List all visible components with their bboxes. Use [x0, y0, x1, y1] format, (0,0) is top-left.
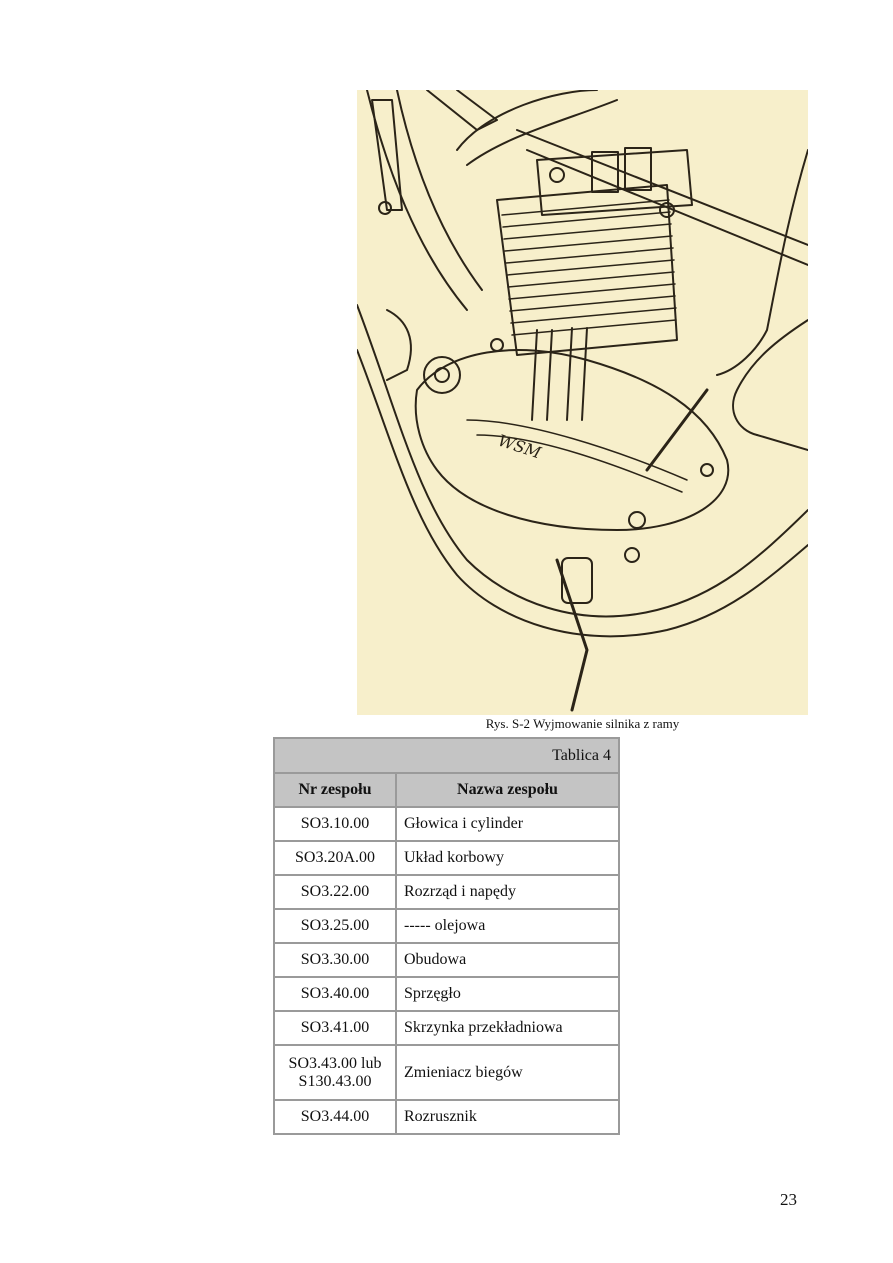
assembly-number: SO3.20A.00 [273, 840, 397, 876]
table-row: SO3.30.00 Obudowa [273, 942, 620, 978]
assembly-number: SO3.30.00 [273, 942, 397, 978]
engine-removal-illustration: WSM [357, 90, 808, 715]
table-row: SO3.44.00 Rozrusznik [273, 1099, 620, 1135]
table-row: SO3.40.00 Sprzęgło [273, 976, 620, 1012]
assembly-number: SO3.41.00 [273, 1010, 397, 1046]
table-row: SO3.41.00 Skrzynka przekładniowa [273, 1010, 620, 1046]
assembly-name: ----- olejowa [395, 908, 620, 944]
table-title-row: Tablica 4 [273, 737, 620, 774]
table-row: SO3.22.00 Rozrząd i napędy [273, 874, 620, 910]
assembly-name: Rozrusznik [395, 1099, 620, 1135]
assembly-name: Obudowa [395, 942, 620, 978]
table-header-row: Nr zespołu Nazwa zespołu [273, 772, 620, 808]
assembly-number: SO3.22.00 [273, 874, 397, 910]
assembly-number: SO3.40.00 [273, 976, 397, 1012]
table-row: SO3.20A.00 Układ korbowy [273, 840, 620, 876]
wsm-logo: WSM [496, 431, 544, 463]
assembly-name: Rozrząd i napędy [395, 874, 620, 910]
table-row: SO3.43.00 lub S130.43.00 Zmieniacz biegó… [273, 1044, 620, 1101]
assembly-number: SO3.25.00 [273, 908, 397, 944]
page-number: 23 [780, 1190, 797, 1209]
assembly-number: SO3.43.00 lub S130.43.00 [273, 1044, 397, 1101]
column-header-name: Nazwa zespołu [395, 772, 620, 808]
table-title: Tablica 4 [273, 737, 620, 774]
assembly-number: SO3.44.00 [273, 1099, 397, 1135]
assembly-name: Układ korbowy [395, 840, 620, 876]
assembly-name: Sprzęgło [395, 976, 620, 1012]
table-row: SO3.10.00 Głowica i cylinder [273, 806, 620, 842]
assembly-name: Zmieniacz biegów [395, 1044, 620, 1101]
assembly-table: Tablica 4 Nr zespołu Nazwa zespołu SO3.1… [273, 737, 620, 1135]
column-header-nr: Nr zespołu [273, 772, 397, 808]
table-row: SO3.25.00 ----- olejowa [273, 908, 620, 944]
assembly-name: Głowica i cylinder [395, 806, 620, 842]
assembly-name: Skrzynka przekładniowa [395, 1010, 620, 1046]
figure-caption: Rys. S-2 Wyjmowanie silnika z ramy [485, 716, 680, 731]
assembly-number: SO3.10.00 [273, 806, 397, 842]
